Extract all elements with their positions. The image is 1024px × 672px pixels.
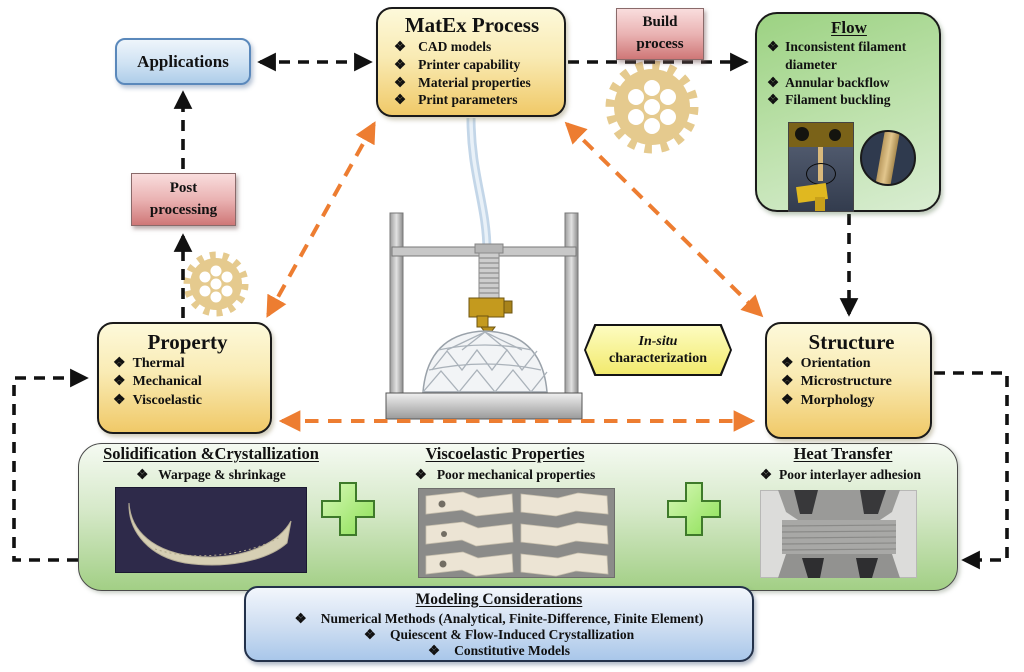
insitu-label-line2: characterization bbox=[609, 351, 707, 366]
arrow-matex-property bbox=[266, 121, 376, 318]
arrow-panel-property bbox=[12, 368, 89, 562]
property-item: Thermal bbox=[132, 356, 185, 371]
insitu-hexagon: In-situ characterization bbox=[584, 324, 732, 376]
modeling-item: Quiescent & Flow-Induced Crystallization bbox=[389, 627, 635, 642]
zoom-source-circle bbox=[806, 163, 836, 185]
build-process-label: Build bbox=[642, 14, 678, 31]
bolt-hole bbox=[795, 127, 809, 141]
bullet-icon: ❖ bbox=[781, 374, 794, 390]
viscoelastic-bullet: Poor mechanical properties bbox=[436, 467, 596, 482]
viscoelastic-title: Viscoelastic Properties bbox=[425, 444, 585, 463]
bolt-hole bbox=[829, 129, 841, 141]
build-process-label: process bbox=[636, 36, 684, 52]
warpage-photo bbox=[115, 487, 307, 573]
bullet-icon: ❖ bbox=[759, 467, 773, 482]
bullet-icon: ❖ bbox=[363, 627, 376, 642]
insitu-inner: In-situ characterization bbox=[586, 326, 730, 374]
modeling-item: Numerical Methods (Analytical, Finite-Di… bbox=[320, 611, 704, 626]
tensile-specimens-photo bbox=[418, 488, 615, 578]
gear-icon bbox=[605, 60, 699, 154]
matex-item: Material properties bbox=[418, 74, 531, 90]
magnifier-circle bbox=[860, 130, 916, 186]
bullet-icon: ❖ bbox=[113, 392, 126, 408]
flow-title: Flow bbox=[831, 18, 867, 37]
printer-left-post bbox=[389, 212, 404, 396]
bullet-icon: ❖ bbox=[767, 74, 780, 90]
printer-right-post bbox=[564, 212, 579, 396]
bullet-icon: ❖ bbox=[767, 39, 780, 54]
flow-item: Annular backflow bbox=[785, 74, 890, 90]
filament-buckling-photo bbox=[788, 122, 854, 212]
property-title: Property bbox=[147, 330, 228, 354]
bullet-icon: ❖ bbox=[394, 92, 407, 108]
structure-item: Morphology bbox=[800, 392, 875, 408]
interlayer-adhesion-photo bbox=[760, 490, 917, 578]
bullet-icon: ❖ bbox=[394, 56, 407, 72]
modeling-title: Modeling Considerations bbox=[415, 591, 583, 608]
build-process-box: Build process bbox=[616, 8, 704, 60]
heat-transfer-title: Heat Transfer bbox=[793, 444, 893, 463]
yellow-clamp bbox=[815, 197, 825, 211]
bullet-icon: ❖ bbox=[781, 392, 794, 408]
structure-title: Structure bbox=[808, 330, 895, 354]
applications-label: Applications bbox=[137, 51, 229, 71]
matex-item: Print parameters bbox=[418, 92, 518, 108]
property-box: Property ❖ Thermal ❖ Mechanical ❖ Viscoelas… bbox=[97, 322, 272, 434]
bullet-icon: ❖ bbox=[781, 356, 794, 371]
bullet-icon: ❖ bbox=[113, 356, 126, 371]
post-processing-label: Post bbox=[169, 179, 198, 196]
solidification-bullet: Warpage & shrinkage bbox=[158, 467, 286, 482]
structure-box: Structure ❖ Orientation ❖ Microstructure ❖… bbox=[765, 322, 932, 439]
modeling-item: Constitutive Models bbox=[454, 643, 570, 658]
extruder-barrel bbox=[478, 252, 500, 300]
bullet-icon: ❖ bbox=[414, 467, 427, 482]
flow-item: Inconsistent filament diameter bbox=[785, 39, 907, 72]
printer-illustration bbox=[385, 117, 583, 420]
bullet-icon: ❖ bbox=[394, 74, 407, 90]
matex-title: MatEx Process bbox=[404, 13, 540, 37]
post-processing-label: processing bbox=[149, 201, 218, 218]
warped-part-image bbox=[115, 487, 307, 573]
flow-item: Filament buckling bbox=[785, 92, 891, 108]
gear-icon bbox=[183, 251, 249, 317]
structure-item: Orientation bbox=[800, 356, 871, 371]
bullet-icon: ❖ bbox=[767, 92, 780, 108]
insitu-label-line1: In-situ bbox=[638, 333, 678, 349]
plus-icon bbox=[666, 481, 722, 542]
bullet-icon: ❖ bbox=[428, 643, 441, 658]
bullet-icon: ❖ bbox=[394, 39, 407, 54]
broken-specimens-image bbox=[418, 488, 615, 578]
bullet-icon: ❖ bbox=[136, 467, 149, 482]
printed-part-image bbox=[760, 490, 917, 578]
flow-box: Flow ❖ Inconsistent filament diameter ❖ An… bbox=[755, 12, 941, 212]
arrow-matex-structure bbox=[564, 121, 764, 318]
property-item: Viscoelastic bbox=[132, 392, 203, 408]
heat-transfer-bullet: Poor interlayer adhesion bbox=[779, 467, 922, 482]
post-processing-box: Post processing bbox=[131, 173, 236, 226]
heater-block bbox=[468, 297, 505, 318]
printer-base bbox=[385, 392, 583, 420]
bullet-icon: ❖ bbox=[113, 374, 126, 390]
bullet-icon: ❖ bbox=[294, 611, 307, 626]
plus-icon bbox=[320, 481, 376, 542]
buckled-filament bbox=[874, 132, 901, 184]
property-item: Mechanical bbox=[132, 374, 202, 390]
matex-item: Printer capability bbox=[418, 56, 521, 72]
applications-box: Applications bbox=[115, 38, 251, 85]
matex-process-box: MatEx Process ❖ CAD models ❖ Printer capab… bbox=[376, 7, 566, 117]
solidification-title: Solidification &Crystallization bbox=[103, 444, 319, 463]
matex-item: CAD models bbox=[418, 39, 492, 54]
structure-item: Microstructure bbox=[800, 374, 892, 390]
printed-dome bbox=[422, 330, 548, 394]
modeling-considerations-box: Modeling Considerations ❖ Numerical Meth… bbox=[244, 586, 754, 662]
